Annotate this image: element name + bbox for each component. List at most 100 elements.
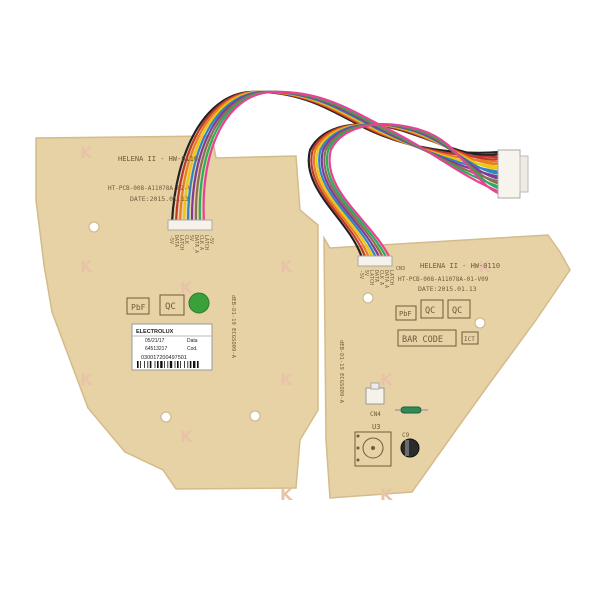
left-qc-box	[159, 294, 185, 316]
watermark-k: K	[180, 278, 193, 297]
green-qc-sticker	[188, 292, 210, 314]
mounting-hole	[88, 221, 100, 233]
pin-label: CLK_A	[378, 270, 384, 285]
right-qc1: QC	[425, 306, 435, 316]
pin-label: CLK_A	[198, 235, 204, 250]
right-part-number: HT-PCB-008-A11078A-01-V09	[398, 276, 489, 283]
watermark-k: K	[478, 257, 491, 276]
barcode-bar	[169, 361, 173, 368]
right-pbf: PbF	[399, 310, 412, 318]
bar-code-box	[397, 329, 457, 347]
right-qc2: QC	[452, 306, 462, 316]
cn4-connector	[365, 387, 385, 405]
label-brand: ELECTROLUX	[136, 329, 174, 335]
barcode-bar	[177, 361, 179, 368]
barcode-bar	[189, 361, 192, 368]
capacitor-c9	[400, 438, 420, 458]
watermark-k: K	[280, 257, 293, 276]
barcode-bar	[193, 361, 196, 368]
label-code: 64513217	[145, 346, 167, 352]
left-qc: QC	[165, 302, 176, 312]
left-date: DATE:2015.01.13	[130, 195, 189, 203]
pin-label: CLK	[183, 235, 189, 244]
pin-label: DATA	[373, 270, 379, 282]
mounting-hole	[474, 317, 486, 329]
left-pbf-box	[126, 297, 150, 315]
pin-label: LATCH	[203, 235, 209, 250]
cn4-label: CN4	[370, 411, 381, 418]
pin-label: LATCH	[368, 270, 374, 285]
mounting-hole	[249, 410, 261, 422]
barcode-bar	[184, 361, 185, 368]
left-part-number: HT-PCB-008-A11078A-02-V	[108, 185, 191, 192]
right-qc2-box	[447, 299, 471, 319]
watermark-k: K	[80, 143, 93, 162]
label-date: 05/21/17	[145, 338, 165, 344]
c9-label: C9	[402, 432, 410, 439]
bar-code-text: BAR CODE	[402, 335, 443, 345]
right-pbf-box	[395, 305, 417, 321]
ict-box	[461, 331, 479, 345]
watermark-k: K	[280, 370, 293, 389]
right-qc1-box	[420, 299, 444, 319]
right-conn-ref: CN3	[396, 266, 405, 272]
barcode-bar	[197, 361, 199, 368]
right-date: DATE:2015.01.13	[418, 285, 477, 293]
watermark-k: K	[380, 485, 393, 504]
wire-harness	[170, 90, 502, 260]
wire	[202, 90, 502, 224]
barcode-bar	[154, 361, 156, 368]
barcode-bar	[137, 361, 139, 368]
left-board	[35, 135, 319, 490]
left-pbf: PbF	[131, 303, 146, 312]
barcode-bar	[160, 361, 163, 368]
label-serial: 030017200497501	[141, 355, 187, 361]
barcode	[137, 361, 199, 368]
label-code-header: Cod.	[187, 346, 198, 352]
left-model-text: HELENA II - HW-0110	[118, 155, 198, 163]
connector-pins	[519, 155, 529, 193]
watermark-k: K	[80, 257, 93, 276]
mounting-hole	[362, 292, 374, 304]
barcode-bar	[167, 361, 169, 368]
pin-label: -5V	[358, 270, 364, 279]
pin-label: DATA_A	[193, 235, 199, 253]
left-side-code: dEB-D1-19 ECGSO09-A	[230, 295, 236, 359]
mounting-hole	[160, 411, 172, 423]
barcode-bar	[180, 361, 181, 368]
u3-label: U3	[372, 423, 380, 431]
pin-label: 5V	[188, 235, 194, 241]
barcode-bar	[144, 361, 145, 368]
watermark-k: K	[280, 485, 293, 504]
left-pin-header	[167, 219, 213, 231]
ict-text: ICT	[464, 336, 475, 343]
watermark-k: K	[380, 370, 393, 389]
wire-end-connector	[497, 149, 521, 199]
pin-label: DATA	[173, 235, 179, 247]
pin-label: 5V	[363, 270, 369, 276]
barcode-bar	[187, 361, 189, 368]
pin-label: DATA_A	[383, 270, 389, 288]
watermark-k: K	[180, 427, 193, 446]
inductor-component	[400, 406, 422, 414]
barcode-bar	[164, 361, 165, 368]
right-pin-header	[357, 255, 393, 267]
barcode-bar	[149, 361, 152, 368]
pin-label: -5V	[208, 235, 214, 244]
u3-footprint	[354, 431, 392, 467]
right-model-text: HELENA II - HW-0110	[420, 262, 500, 270]
wire	[328, 123, 502, 260]
right-side-code: dEB-D1-19 ECGSO09-A	[338, 340, 344, 404]
barcode-bar	[147, 361, 149, 368]
pin-label: -5V	[168, 235, 174, 244]
barcode-bar	[157, 361, 159, 368]
barcode-bar	[140, 361, 141, 368]
barcode-bar	[174, 361, 176, 368]
watermark-k: K	[80, 370, 93, 389]
pin-label: LATCH	[388, 270, 394, 285]
pin-label: LATCH	[178, 235, 184, 250]
label-date-header: Data	[187, 338, 198, 344]
